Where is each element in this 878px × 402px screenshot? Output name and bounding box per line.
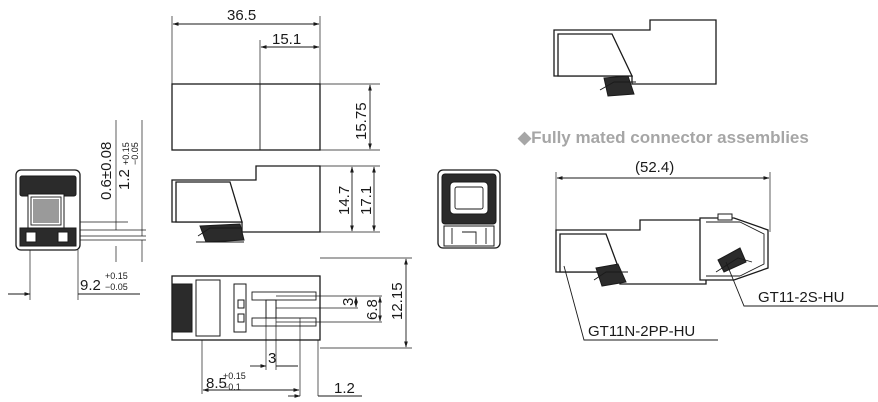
thickness-tol-plus: +0.15: [121, 142, 131, 165]
mated-assembly-view: [555, 213, 769, 287]
dimension-mated-length: (52.4): [555, 159, 771, 232]
dimension-bottom-spans: 12.15 6.8 3: [276, 257, 412, 349]
dimension-side-heights: 14.7 17.1: [320, 165, 380, 233]
plug-side-view: [553, 19, 717, 97]
small-b-label: 3: [340, 298, 357, 306]
thickness-dimension-label: 1.2: [116, 169, 133, 190]
dimension-thickness: 1.2 +0.15 −0.05: [116, 120, 143, 262]
gap-dimension-label: 0.6±0.08: [98, 142, 115, 200]
top-view: [171, 83, 321, 151]
dimension-bottom-horizontal: 3 8.5 +0.15 −0.1 1.2: [201, 318, 362, 398]
end-view-left: [15, 169, 146, 251]
pitch-tol-minus: −0.1: [223, 382, 241, 392]
top-partial-label: 15.1: [272, 31, 301, 48]
width-tol-minus: −0.05: [105, 282, 128, 292]
width-dimension-label: 9.2: [80, 277, 101, 294]
dimension-gap: 0.6±0.08: [98, 120, 117, 262]
end-view-middle: [437, 169, 501, 249]
side-height-b-label: 17.1: [358, 186, 375, 215]
top-height-label: 15.75: [353, 102, 370, 140]
plug-part-label: GT11N-2PP-HU: [588, 323, 695, 340]
span-a-label: 6.8: [364, 299, 381, 320]
pitch-tol-plus: +0.15: [223, 371, 246, 381]
receptacle-part-label: GT11-2S-HU: [758, 289, 844, 306]
dimension-overall-length: 36.5: [171, 7, 321, 84]
overall-length-label: 36.5: [227, 7, 256, 24]
small-a-label: 3: [268, 350, 276, 367]
dimension-top-partial: 15.1: [259, 31, 320, 84]
side-height-a-label: 14.7: [336, 186, 353, 215]
dimension-top-height: 15.75: [320, 83, 380, 151]
mated-length-label: (52.4): [635, 159, 674, 176]
thickness-tol-minus: −0.05: [130, 142, 140, 165]
span-b-label: 12.15: [389, 282, 406, 320]
width-tol-plus: +0.15: [105, 271, 128, 281]
pitch-label: 8.5: [206, 375, 227, 392]
mated-assemblies-caption: ◆Fully mated connector assemblies: [517, 128, 809, 147]
side-view: [171, 165, 321, 243]
pin-width-label: 1.2: [334, 380, 355, 397]
dimension-width: 9.2 +0.15 −0.05: [8, 250, 140, 300]
receptacle-part-callout: GT11-2S-HU: [725, 261, 878, 307]
plug-part-callout: GT11N-2PP-HU: [563, 265, 718, 341]
